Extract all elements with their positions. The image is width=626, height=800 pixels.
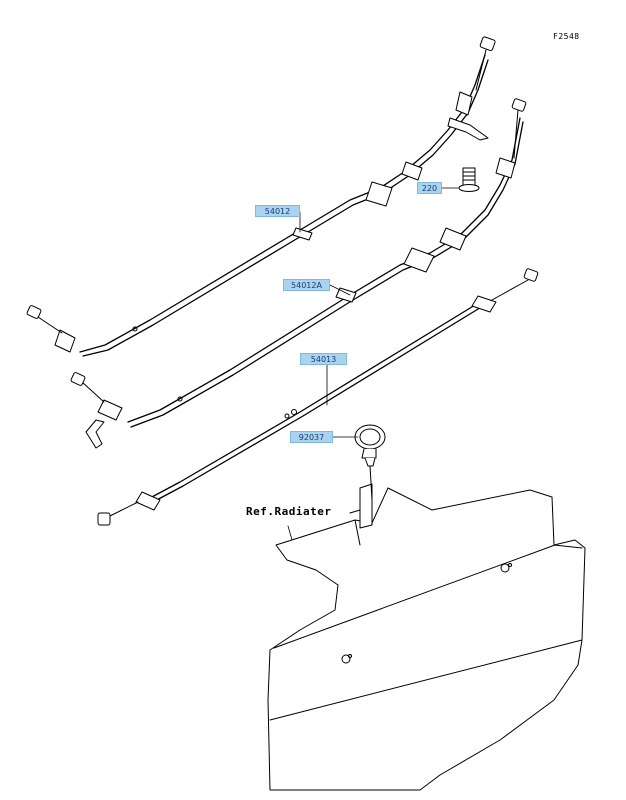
cable-54012 [26,36,496,357]
part-label-220[interactable]: 220 [417,182,442,194]
screw-220 [458,167,480,192]
reference-note: Ref.Radiater [246,505,332,518]
figure-code: F2548 [553,32,580,41]
grommet-92037 [354,424,386,501]
part-label-54013[interactable]: 54013 [300,353,347,365]
cable-54012A [70,98,527,449]
part-label-92037[interactable]: 92037 [290,431,333,443]
cable-54013 [97,268,539,526]
radiator-shroud [267,487,586,791]
part-label-54012A[interactable]: 54012A [283,279,330,291]
leader-lines [287,187,459,541]
mounting-bracket [349,483,373,529]
part-label-54012[interactable]: 54012 [255,205,300,217]
